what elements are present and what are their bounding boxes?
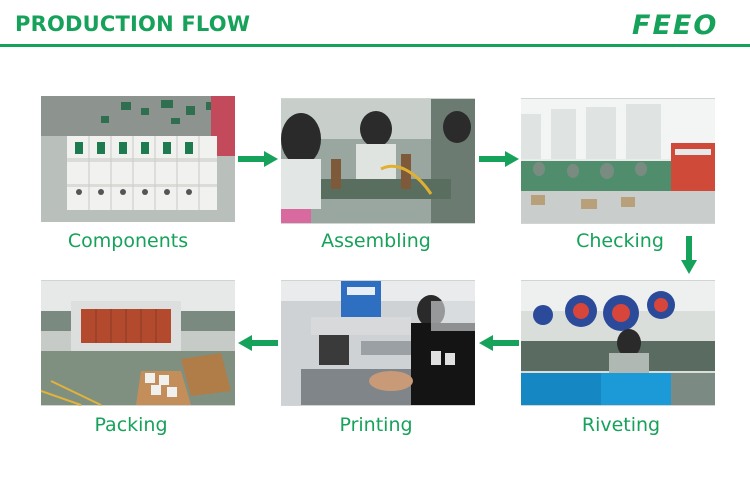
packing-photo — [41, 280, 235, 406]
header-divider — [0, 44, 750, 47]
components-photo — [41, 96, 235, 222]
step-label-printing: Printing — [339, 414, 413, 436]
arrow-left-icon — [238, 335, 278, 351]
assembling-photo — [281, 98, 475, 224]
page-title: PRODUCTION FLOW — [15, 12, 251, 36]
page-header: PRODUCTION FLOW FEEO — [0, 0, 750, 48]
svg-text:FEEO: FEEO — [632, 10, 718, 39]
step-label-components: Components — [67, 230, 189, 252]
arrow-right-icon — [238, 151, 278, 167]
feeo-logo: FEEO — [630, 9, 730, 41]
step-label-packing: Packing — [94, 414, 168, 436]
arrow-down-icon — [681, 236, 697, 274]
arrow-right-icon — [479, 151, 519, 167]
arrow-left-icon — [479, 335, 519, 351]
step-label-checking: Checking — [576, 230, 664, 252]
checking-photo — [521, 98, 715, 224]
riveting-photo — [521, 280, 715, 406]
step-label-assembling: Assembling — [321, 230, 431, 252]
printing-photo — [281, 280, 475, 406]
step-label-riveting: Riveting — [581, 414, 661, 436]
